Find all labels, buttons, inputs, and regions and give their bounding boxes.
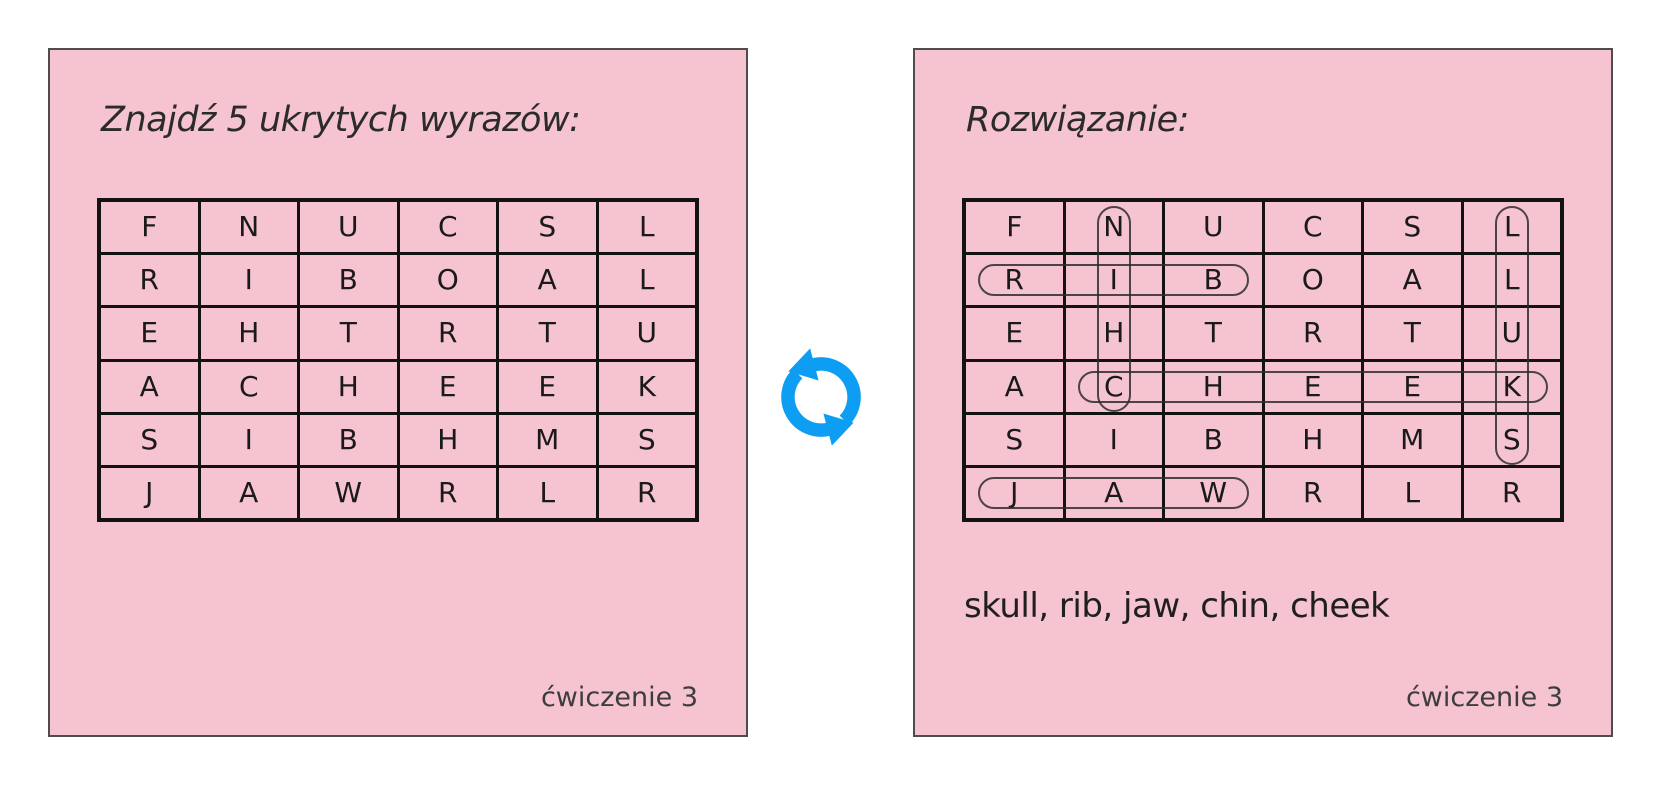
grid-cell-letter: H bbox=[1065, 308, 1162, 359]
grid-cell-letter: E bbox=[966, 308, 1063, 359]
grid-cell-letter: L bbox=[499, 467, 596, 518]
grid-cell-letter: C bbox=[200, 361, 297, 412]
grid-cell-letter: F bbox=[966, 202, 1063, 253]
grid-cell-letter: B bbox=[1165, 414, 1262, 465]
grid-cell-letter: N bbox=[200, 202, 297, 253]
grid-cell-letter: I bbox=[1065, 414, 1162, 465]
grid-cell-letter: T bbox=[1165, 308, 1262, 359]
grid-cell-letter: L bbox=[598, 255, 695, 306]
grid-cell-letter: L bbox=[598, 202, 695, 253]
grid-cell-letter: R bbox=[399, 308, 496, 359]
grid-cell-letter: R bbox=[399, 467, 496, 518]
grid-cell-letter: C bbox=[399, 202, 496, 253]
grid-cell-letter: S bbox=[1463, 414, 1560, 465]
grid-cell-letter: A bbox=[1065, 467, 1162, 518]
grid-cell-letter: L bbox=[1463, 255, 1560, 306]
grid-cell-letter: U bbox=[300, 202, 397, 253]
grid-cell-letter: H bbox=[1264, 414, 1361, 465]
grid-cell-letter: L bbox=[1463, 202, 1560, 253]
grid-cell-letter: H bbox=[300, 361, 397, 412]
grid-cell-letter: T bbox=[499, 308, 596, 359]
grid-cell-letter: R bbox=[1463, 467, 1560, 518]
grid-cell-letter: A bbox=[200, 467, 297, 518]
grid-cell-letter: J bbox=[101, 467, 198, 518]
grid-cell-letter: C bbox=[1065, 361, 1162, 412]
grid-cell-letter: A bbox=[499, 255, 596, 306]
grid-cell-letter: B bbox=[300, 414, 397, 465]
grid-cell-letter: L bbox=[1364, 467, 1461, 518]
exercise-footer-label: ćwiczenie 3 bbox=[540, 682, 698, 713]
grid-cell-letter: H bbox=[399, 414, 496, 465]
grid-cell-letter: E bbox=[499, 361, 596, 412]
grid-cell-letter: B bbox=[300, 255, 397, 306]
grid-cell-letter: H bbox=[1165, 361, 1262, 412]
grid-cell-letter: K bbox=[1463, 361, 1560, 412]
grid-cell-letter: R bbox=[598, 467, 695, 518]
grid-cell-letter: N bbox=[1065, 202, 1162, 253]
grid-cell-letter: R bbox=[1264, 308, 1361, 359]
grid-cell-letter: R bbox=[101, 255, 198, 306]
grid-cell-letter: U bbox=[1463, 308, 1560, 359]
grid-cell-letter: S bbox=[101, 414, 198, 465]
grid-cell-letter: S bbox=[598, 414, 695, 465]
grid-cell-letter: F bbox=[101, 202, 198, 253]
grid-cell-letter: E bbox=[399, 361, 496, 412]
solution-title: Rozwiązanie: bbox=[966, 100, 1189, 140]
grid-cell-letter: W bbox=[300, 467, 397, 518]
grid-cell-letter: W bbox=[1165, 467, 1262, 518]
grid-cell-letter: O bbox=[1264, 255, 1361, 306]
grid-cell-letter: T bbox=[300, 308, 397, 359]
grid-cell-letter: I bbox=[200, 414, 297, 465]
grid-cell-letter: C bbox=[1264, 202, 1361, 253]
grid-cell-letter: T bbox=[1364, 308, 1461, 359]
grid-cell-letter: M bbox=[1364, 414, 1461, 465]
grid-cell-letter: B bbox=[1165, 255, 1262, 306]
grid-cell-letter: R bbox=[966, 255, 1063, 306]
grid-cell-letter: A bbox=[966, 361, 1063, 412]
grid-cell-letter: R bbox=[1264, 467, 1361, 518]
grid-cell-letter: O bbox=[399, 255, 496, 306]
grid-cell-letter: S bbox=[1364, 202, 1461, 253]
grid-cell-letter: U bbox=[1165, 202, 1262, 253]
grid-cell-letter: M bbox=[499, 414, 596, 465]
grid-cell-letter: I bbox=[1065, 255, 1162, 306]
grid-cell-letter: U bbox=[598, 308, 695, 359]
grid-cell-letter: E bbox=[101, 308, 198, 359]
grid-cell-letter: E bbox=[1264, 361, 1361, 412]
grid-cell-letter: E bbox=[1364, 361, 1461, 412]
grid-cell-letter: S bbox=[499, 202, 596, 253]
grid-cell-letter: S bbox=[966, 414, 1063, 465]
flip-refresh-icon[interactable] bbox=[763, 337, 879, 457]
grid-cell-letter: K bbox=[598, 361, 695, 412]
answer-word-list: skull, rib, jaw, chin, cheek bbox=[964, 586, 1390, 626]
grid-cell-letter: J bbox=[966, 467, 1063, 518]
exercise-title: Znajdź 5 ukrytych wyrazów: bbox=[101, 100, 581, 140]
solution-footer-label: ćwiczenie 3 bbox=[1405, 682, 1563, 713]
grid-cell-letter: H bbox=[200, 308, 297, 359]
grid-cell-letter: A bbox=[1364, 255, 1461, 306]
grid-cell-letter: A bbox=[101, 361, 198, 412]
grid-cell-letter: I bbox=[200, 255, 297, 306]
